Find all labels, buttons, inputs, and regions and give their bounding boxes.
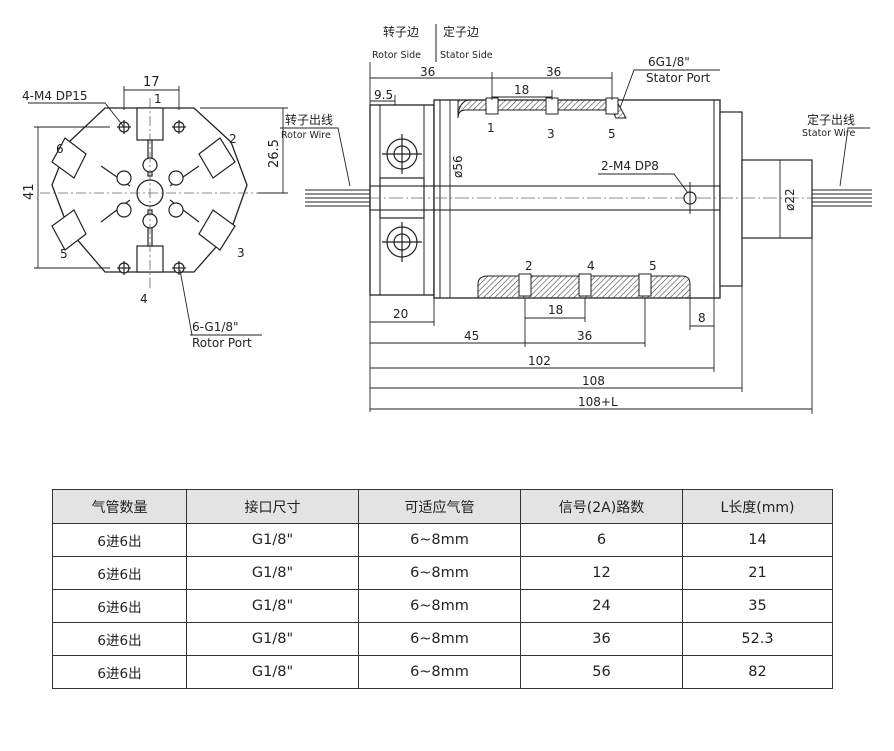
stator-side-en: Stator Side bbox=[440, 50, 493, 61]
dim-8: 8 bbox=[698, 311, 706, 325]
cell-tube-size: 6~8mm bbox=[358, 523, 521, 557]
cell-port-size: G1/8" bbox=[186, 556, 359, 590]
cell-port-size: G1/8" bbox=[186, 589, 359, 623]
bottom-port-5: 5 bbox=[649, 259, 657, 273]
rotor-side-cn: 转子边 bbox=[383, 24, 419, 39]
dim-9-5: 9.5 bbox=[374, 88, 393, 102]
end-view-dim-lines bbox=[28, 86, 288, 336]
dia-56: ø56 bbox=[451, 155, 465, 178]
dim-108: 108 bbox=[582, 374, 605, 388]
cell-tube-size: 6~8mm bbox=[358, 589, 521, 623]
rotor-side-en: Rotor Side bbox=[372, 50, 421, 61]
col-header-signal-circuits: 信号(2A)路数 bbox=[520, 489, 683, 524]
cell-tube-count: 6进6出 bbox=[52, 589, 187, 623]
side-top-dim-lines bbox=[369, 62, 613, 105]
table-row: 6进6出 G1/8" 6~8mm 36 52.3 bbox=[52, 622, 833, 656]
cell-l-length: 14 bbox=[682, 523, 833, 557]
dim-41: 41 bbox=[22, 183, 37, 200]
table-row: 6进6出 G1/8" 6~8mm 12 21 bbox=[52, 556, 833, 590]
top-port-5: 5 bbox=[608, 127, 616, 141]
dim-108-L: 108+L bbox=[578, 395, 618, 409]
cell-l-length: 82 bbox=[682, 655, 833, 689]
mount-holes-label: 4-M4 DP15 bbox=[22, 89, 88, 103]
spec-table: 气管数量 接口尺寸 可适应气管 信号(2A)路数 L长度(mm) 6进6出 G1… bbox=[52, 489, 833, 689]
col-header-port-size: 接口尺寸 bbox=[186, 489, 359, 524]
dim-17: 17 bbox=[143, 75, 160, 90]
col-header-tube-size: 可适应气管 bbox=[358, 489, 521, 524]
rotor-wire-cn: 转子出线 bbox=[285, 112, 333, 127]
cell-port-size: G1/8" bbox=[186, 523, 359, 557]
end-view: 4-M4 DP15 17 41 26.5 6-G1/8" Rotor Port … bbox=[22, 75, 288, 350]
dim-36-left: 36 bbox=[420, 65, 435, 79]
dim-26-5: 26.5 bbox=[267, 139, 282, 168]
end-port-3: 3 bbox=[237, 246, 245, 260]
cell-port-size: G1/8" bbox=[186, 655, 359, 689]
rotor-wires bbox=[305, 189, 370, 207]
rotor-wire-en: Rotor Wire bbox=[281, 130, 331, 141]
cell-signal-circuits: 56 bbox=[520, 655, 683, 689]
rotor-port-callout-en: Rotor Port bbox=[192, 336, 252, 350]
end-port-4: 4 bbox=[140, 292, 148, 306]
cell-signal-circuits: 12 bbox=[520, 556, 683, 590]
cell-tube-count: 6进6出 bbox=[52, 523, 187, 557]
stator-end-cap bbox=[741, 159, 813, 239]
technical-drawing: 4-M4 DP15 17 41 26.5 6-G1/8" Rotor Port … bbox=[22, 24, 872, 414]
dim-36-right: 36 bbox=[546, 65, 561, 79]
end-port-6: 6 bbox=[56, 142, 64, 156]
end-view-centerlines bbox=[40, 98, 258, 288]
cell-port-size: G1/8" bbox=[186, 622, 359, 656]
stator-side-cn: 定子边 bbox=[443, 24, 479, 39]
cell-tube-size: 6~8mm bbox=[358, 556, 521, 590]
cell-tube-size: 6~8mm bbox=[358, 622, 521, 656]
stator-wire-en: Stator Wire bbox=[802, 128, 856, 139]
dim-18-top: 18 bbox=[514, 83, 529, 97]
bottom-port-4: 4 bbox=[587, 259, 595, 273]
end-port-1: 1 bbox=[154, 92, 162, 106]
side-view: 转子边 定子边 Rotor Side Stator Side bbox=[280, 24, 872, 414]
rotor-port-callout: 6-G1/8" bbox=[192, 320, 239, 334]
cell-l-length: 52.3 bbox=[682, 622, 833, 656]
stator-port-label: 6G1/8" bbox=[648, 55, 690, 69]
top-wall-hatch bbox=[457, 99, 627, 119]
dim-36-bottom: 36 bbox=[577, 329, 592, 343]
cell-signal-circuits: 36 bbox=[520, 622, 683, 656]
dim-18-bottom: 18 bbox=[548, 303, 563, 317]
dia-22: ø22 bbox=[783, 188, 797, 211]
dim-45: 45 bbox=[464, 329, 479, 343]
cell-tube-count: 6进6出 bbox=[52, 655, 187, 689]
cell-signal-circuits: 6 bbox=[520, 523, 683, 557]
m4-label: 2-M4 DP8 bbox=[601, 159, 659, 173]
table-row: 6进6出 G1/8" 6~8mm 6 14 bbox=[52, 523, 833, 557]
table-header-row: 气管数量 接口尺寸 可适应气管 信号(2A)路数 L长度(mm) bbox=[52, 489, 833, 524]
side-bottom-dim-lines bbox=[369, 238, 813, 414]
stator-body bbox=[433, 99, 721, 299]
cell-tube-count: 6进6出 bbox=[52, 556, 187, 590]
end-port-2: 2 bbox=[229, 132, 237, 146]
bottom-port-2: 2 bbox=[525, 259, 533, 273]
cell-signal-circuits: 24 bbox=[520, 589, 683, 623]
rotor-head-ports bbox=[379, 134, 425, 262]
dim-102: 102 bbox=[528, 354, 551, 368]
end-port-5: 5 bbox=[60, 247, 68, 261]
col-header-tube-count: 气管数量 bbox=[52, 489, 187, 524]
stator-flange bbox=[719, 111, 743, 287]
stator-port-en: Stator Port bbox=[646, 71, 711, 85]
table-row: 6进6出 G1/8" 6~8mm 24 35 bbox=[52, 589, 833, 623]
cell-l-length: 21 bbox=[682, 556, 833, 590]
dim-20: 20 bbox=[393, 307, 408, 321]
cell-tube-count: 6进6出 bbox=[52, 622, 187, 656]
cell-tube-size: 6~8mm bbox=[358, 655, 521, 689]
cell-l-length: 35 bbox=[682, 589, 833, 623]
stator-wires bbox=[812, 189, 872, 207]
top-port-3: 3 bbox=[547, 127, 555, 141]
table-row: 6进6出 G1/8" 6~8mm 56 82 bbox=[52, 655, 833, 689]
col-header-l-length: L长度(mm) bbox=[682, 489, 833, 524]
top-port-1: 1 bbox=[487, 121, 495, 135]
stator-wire-cn: 定子出线 bbox=[807, 112, 855, 127]
